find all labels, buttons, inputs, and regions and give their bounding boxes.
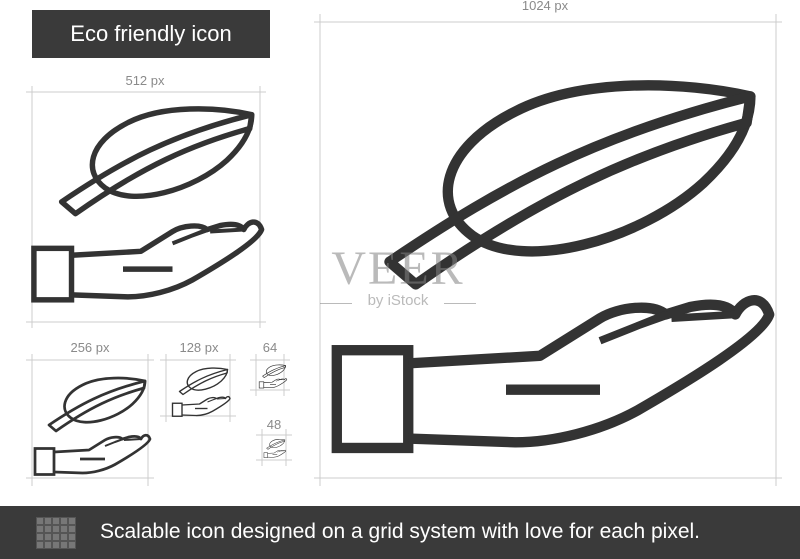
- eco-icon-64: [258, 364, 288, 389]
- footer-bar: Scalable icon designed on a grid system …: [0, 506, 800, 559]
- footer-text: Scalable icon designed on a grid system …: [100, 520, 700, 543]
- size-label-128: 128 px: [179, 340, 219, 355]
- watermark: VEER by iStock: [318, 244, 478, 309]
- eco-icon-256: [33, 376, 152, 476]
- artboard-48-guides: [256, 429, 292, 466]
- title-banner: Eco friendly icon: [32, 10, 270, 58]
- artboard-256-guides: [26, 354, 154, 486]
- eco-icon-512: [34, 109, 262, 300]
- title-text: Eco friendly icon: [70, 21, 232, 46]
- size-label-256: 256 px: [70, 340, 110, 355]
- size-label-512: 512 px: [125, 73, 165, 88]
- watermark-sub: by iStock: [367, 292, 429, 309]
- watermark-rule-left: [320, 303, 352, 304]
- eco-icon-128: [171, 367, 231, 417]
- size-label-48: 48: [266, 417, 282, 432]
- artboard-1024-guides: [314, 14, 782, 486]
- artboard-128-guides: [160, 354, 236, 422]
- size-label-64: 64: [262, 340, 278, 355]
- artboard-64-guides: [250, 354, 290, 396]
- grid-icon: [36, 517, 76, 549]
- size-label-1024: 1024 px: [521, 0, 569, 13]
- watermark-rule-right: [444, 303, 476, 304]
- eco-icon-48: [263, 439, 287, 458]
- watermark-brand: VEER: [331, 242, 465, 295]
